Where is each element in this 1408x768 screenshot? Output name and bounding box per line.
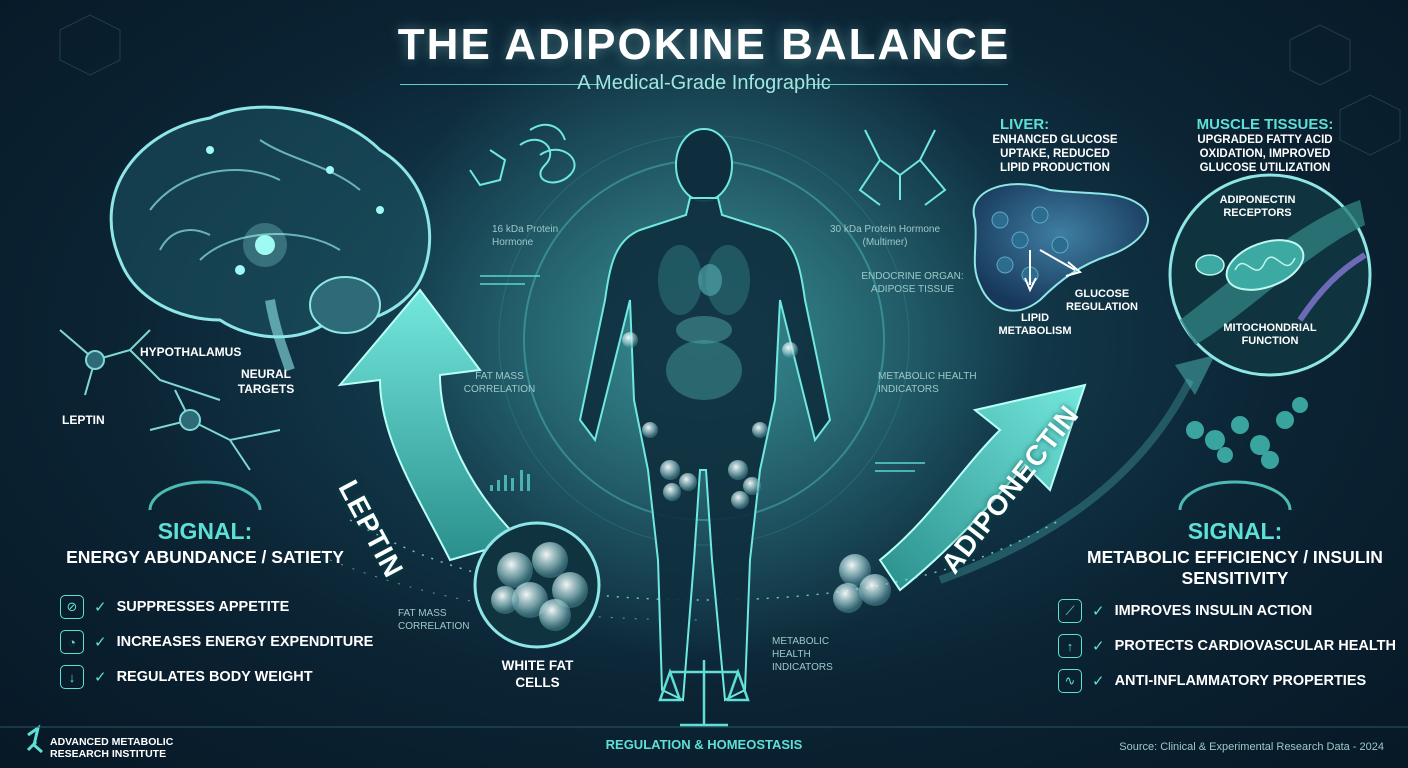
neural-targets-label: NEURAL TARGETS — [237, 367, 295, 396]
benefit-label: PROTECTS CARDIOVASCULAR HEALTH — [1114, 638, 1396, 654]
shield-icon: ↑ — [1058, 634, 1082, 658]
white-fat-cells-label: WHITE FAT CELLS — [501, 658, 574, 690]
adiponectin-receptors-label: ADIPONECTIN RECEPTORS — [1219, 194, 1296, 219]
list-item: ↓ ✓ REGULATES BODY WEIGHT — [60, 664, 373, 690]
human-body — [578, 128, 832, 702]
metabolic-health-label-lower: METABOLIC HEALTH INDICATORS — [772, 636, 833, 673]
footer-caption: REGULATION & HOMEOSTASIS — [605, 737, 803, 752]
weight-down-icon: ↓ — [60, 665, 84, 689]
benefit-label: INCREASES ENERGY EXPENDITURE — [116, 634, 374, 650]
muscle-arm-icon: ∿ — [1058, 669, 1082, 693]
fat-mass-label-upper: FAT MASS CORRELATION — [463, 371, 536, 395]
muscle-heading: MUSCLE TISSUES: — [1196, 116, 1334, 133]
check-icon: ✓ — [94, 599, 107, 616]
left-signal-subtitle: ENERGY ABUNDANCE / SATIETY — [66, 547, 344, 567]
scales-icon — [658, 660, 750, 727]
benefit-label: REGULATES BODY WEIGHT — [116, 669, 313, 685]
list-item: ∿ ✓ ANTI-INFLAMMATORY PROPERTIES — [1058, 668, 1396, 694]
leptin-molecule — [469, 123, 576, 187]
right-gauge — [1178, 480, 1292, 511]
hex-pattern — [59, 14, 1401, 156]
right-signal-title: SIGNAL: — [1187, 518, 1283, 544]
endocrine-organ-label: ENDOCRINE ORGAN: ADIPOSE TISSUE — [861, 271, 964, 295]
check-icon: ✓ — [94, 634, 107, 651]
right-signal-subtitle: METABOLIC EFFICIENCY / INSULIN SENSITIVI… — [1087, 547, 1383, 588]
liver-heading: LIVER: — [1000, 116, 1050, 133]
neurons — [59, 329, 281, 471]
adiponectin-arrow — [878, 383, 1087, 592]
subtitle-divider-left — [400, 84, 600, 85]
check-icon: ✓ — [1092, 603, 1105, 620]
left-benefits-list: ⊘ ✓ SUPPRESSES APPETITE ◔ ✓ INCREASES EN… — [60, 594, 373, 690]
list-item: ⊘ ✓ SUPPRESSES APPETITE — [60, 594, 373, 620]
subtitle-divider-right — [808, 84, 1008, 85]
benefit-label: SUPPRESSES APPETITE — [116, 599, 290, 615]
leptin-protein-label: 16 kDa Protein Hormone — [492, 224, 559, 248]
source-note: Source: Clinical & Experimental Research… — [1119, 741, 1384, 753]
leptin-arrow — [337, 288, 522, 562]
liver-illustration — [972, 183, 1150, 312]
lipid-metabolism-label: LIPID METABOLISM — [998, 312, 1072, 337]
list-item: ⟋ ✓ IMPROVES INSULIN ACTION — [1058, 598, 1396, 624]
page-subtitle: A Medical-Grade Infographic — [577, 72, 831, 94]
protein-cluster — [1186, 397, 1308, 469]
mitochondrial-function-label: MITOCHONDRIAL FUNCTION — [1223, 322, 1317, 347]
institute-name: ADVANCED METABOLIC RESEARCH INSTITUTE — [50, 736, 174, 760]
brain-illustration — [109, 105, 432, 372]
fat-mass-label-lower: FAT MASS CORRELATION — [398, 608, 470, 632]
hypothalamus-label: HYPOTHALAMUS — [140, 345, 242, 359]
left-gauge — [148, 480, 262, 511]
adiponectin-protein-label: 30 kDa Protein Hormone (Multimer) — [829, 224, 941, 248]
adiponectin-molecule — [858, 129, 947, 206]
metabolic-health-label-upper: METABOLIC HEALTH INDICATORS — [878, 371, 977, 395]
page-title: THE ADIPOKINE BALANCE — [397, 20, 1011, 69]
muscle-illustration — [1180, 200, 1367, 345]
left-signal-title: SIGNAL: — [157, 518, 253, 544]
muscle-description: UPGRADED FATTY ACID OXIDATION, IMPROVED … — [1197, 134, 1333, 174]
fat-cell-clusters — [622, 332, 798, 509]
benefit-label: IMPROVES INSULIN ACTION — [1114, 603, 1313, 619]
check-icon: ✓ — [94, 669, 107, 686]
check-icon: ✓ — [1092, 673, 1105, 690]
check-icon: ✓ — [1092, 638, 1105, 655]
liver-description: ENHANCED GLUCOSE UPTAKE, REDUCED LIPID P… — [992, 134, 1118, 174]
list-item: ↑ ✓ PROTECTS CARDIOVASCULAR HEALTH — [1058, 633, 1396, 659]
benefit-label: ANTI-INFLAMMATORY PROPERTIES — [1114, 673, 1367, 689]
leptin-neuron-label: LEPTIN — [62, 413, 105, 427]
right-benefits-list: ⟋ ✓ IMPROVES INSULIN ACTION ↑ ✓ PROTECTS… — [1058, 598, 1396, 694]
institute-logo-icon — [26, 724, 43, 754]
stomach-icon: ◔ — [60, 630, 84, 654]
list-item: ◔ ✓ INCREASES ENERGY EXPENDITURE — [60, 629, 373, 655]
data-ticks — [480, 275, 925, 491]
syringe-icon: ⟋ — [1058, 599, 1082, 623]
glucose-regulation-label: GLUCOSE REGULATION — [1066, 288, 1138, 313]
no-food-icon: ⊘ — [60, 595, 84, 619]
